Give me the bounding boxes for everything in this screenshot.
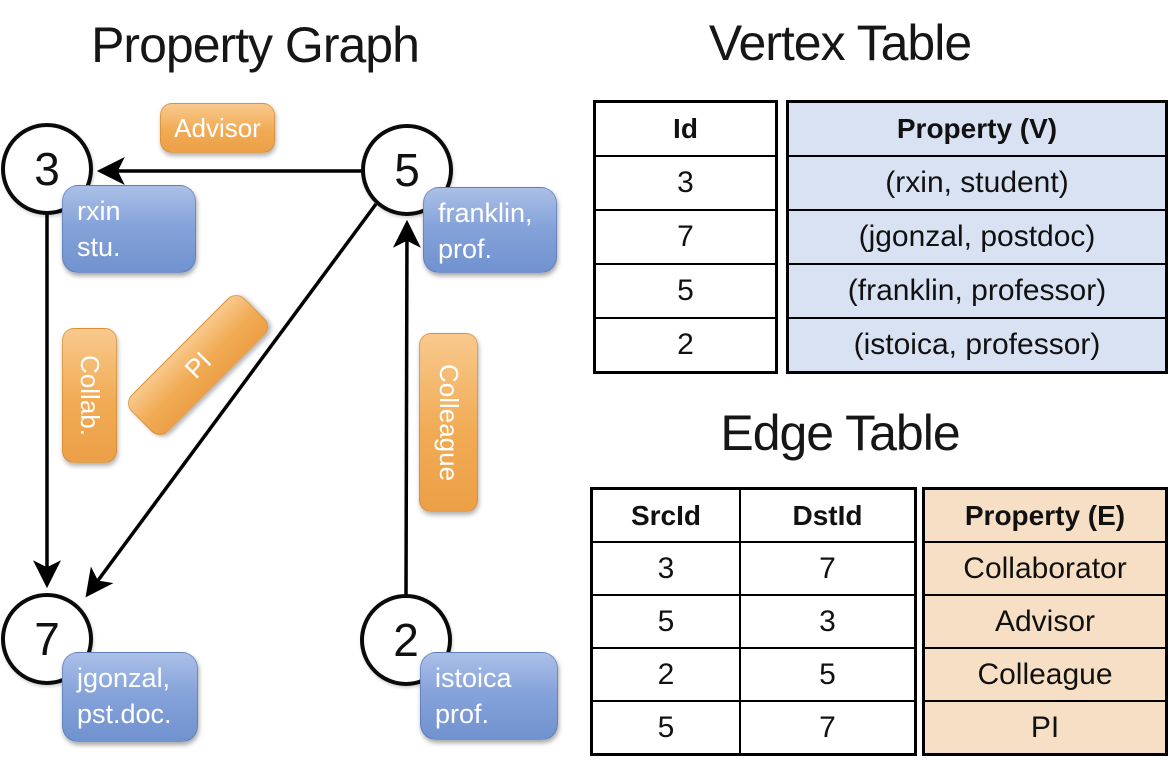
vertex-table-title: Vertex Table	[708, 15, 972, 71]
vertex-property-line: rxin	[77, 196, 121, 226]
edge-label-advisor: Advisor	[160, 103, 275, 153]
edge-label-text: Collab.	[75, 355, 105, 436]
table-cell: 5	[819, 657, 836, 691]
vertex-node-5: 5	[361, 124, 453, 216]
table-cell: 7	[596, 209, 775, 263]
vertex-property-line: pst.doc.	[77, 698, 172, 729]
vertex-property-line: franklin,	[438, 198, 533, 228]
edge-table-property-column: Property (E) Collaborator Advisor Collea…	[922, 487, 1168, 756]
vertex-node-2: 2	[360, 594, 452, 686]
edge-table-dstid-header: DstId	[792, 499, 863, 531]
edge-label-colleague: Colleague	[419, 333, 478, 512]
property-graph-title: Property Graph	[91, 17, 420, 73]
vertex-property-box-franklin: franklin, prof.	[423, 187, 557, 273]
table-cell: 7	[819, 551, 836, 585]
edge-label-collab: Collab.	[62, 328, 117, 463]
table-cell: Colleague	[925, 647, 1165, 700]
edge-table-property-header: Property (E)	[964, 499, 1126, 531]
table-cell: 3	[819, 604, 836, 638]
vertex-node-3-id: 3	[34, 143, 60, 195]
edge-label-text: PI	[178, 345, 217, 384]
table-cell: PI	[925, 700, 1165, 753]
edge-table-srcid-header: SrcId	[593, 490, 741, 541]
vertex-property-line: jgonzal,	[77, 663, 171, 693]
vertex-node-7-id: 7	[34, 613, 60, 665]
vertex-property-line: prof.	[435, 698, 490, 729]
table-cell: 5	[593, 596, 741, 647]
table-cell: (istoica, professor)	[789, 317, 1165, 371]
edge-label-text: Advisor	[174, 112, 261, 143]
edge-table-id-columns: SrcId DstId 3 7 5 3 2 5 5 7	[590, 487, 917, 756]
vertex-property-box-istoica: istoica prof.	[420, 652, 558, 740]
vertex-node-2-id: 2	[393, 614, 419, 666]
vertex-table-id-header: Id	[673, 113, 698, 144]
table-cell: 3	[593, 543, 741, 594]
edge-arrow-pi-5-to-7	[85, 202, 378, 598]
vertex-table-property-header: Property (V)	[896, 113, 1058, 144]
table-cell: 3	[596, 155, 775, 209]
table-cell: 5	[593, 702, 741, 753]
vertex-property-line: stu.	[77, 231, 121, 262]
table-cell: 5	[596, 263, 775, 317]
table-cell: 2	[593, 649, 741, 700]
vertex-table-property-column: Property (V) (rxin, student) (jgonzal, p…	[786, 100, 1168, 374]
vertex-property-box-rxin: rxin stu.	[62, 185, 196, 273]
table-cell: Advisor	[925, 594, 1165, 647]
vertex-property-line: istoica	[435, 663, 512, 693]
table-cell: 7	[819, 710, 836, 744]
table-cell: 2	[596, 317, 775, 371]
table-cell: (franklin, professor)	[789, 263, 1165, 317]
vertex-node-5-id: 5	[394, 144, 420, 196]
table-cell: (rxin, student)	[789, 155, 1165, 209]
edge-label-text: Colleague	[434, 363, 464, 482]
edge-table-title: Edge Table	[720, 405, 960, 461]
vertex-property-box-jgonzal: jgonzal, pst.doc.	[62, 652, 198, 742]
table-cell: (jgonzal, postdoc)	[789, 209, 1165, 263]
edge-arrows-svg	[33, 157, 421, 598]
edge-arrow-colleague-2-to-5	[392, 219, 421, 597]
vertex-table-id-column: Id 3 7 5 2	[593, 100, 778, 374]
vertex-property-line: prof.	[438, 233, 493, 264]
table-cell: Collaborator	[925, 541, 1165, 594]
